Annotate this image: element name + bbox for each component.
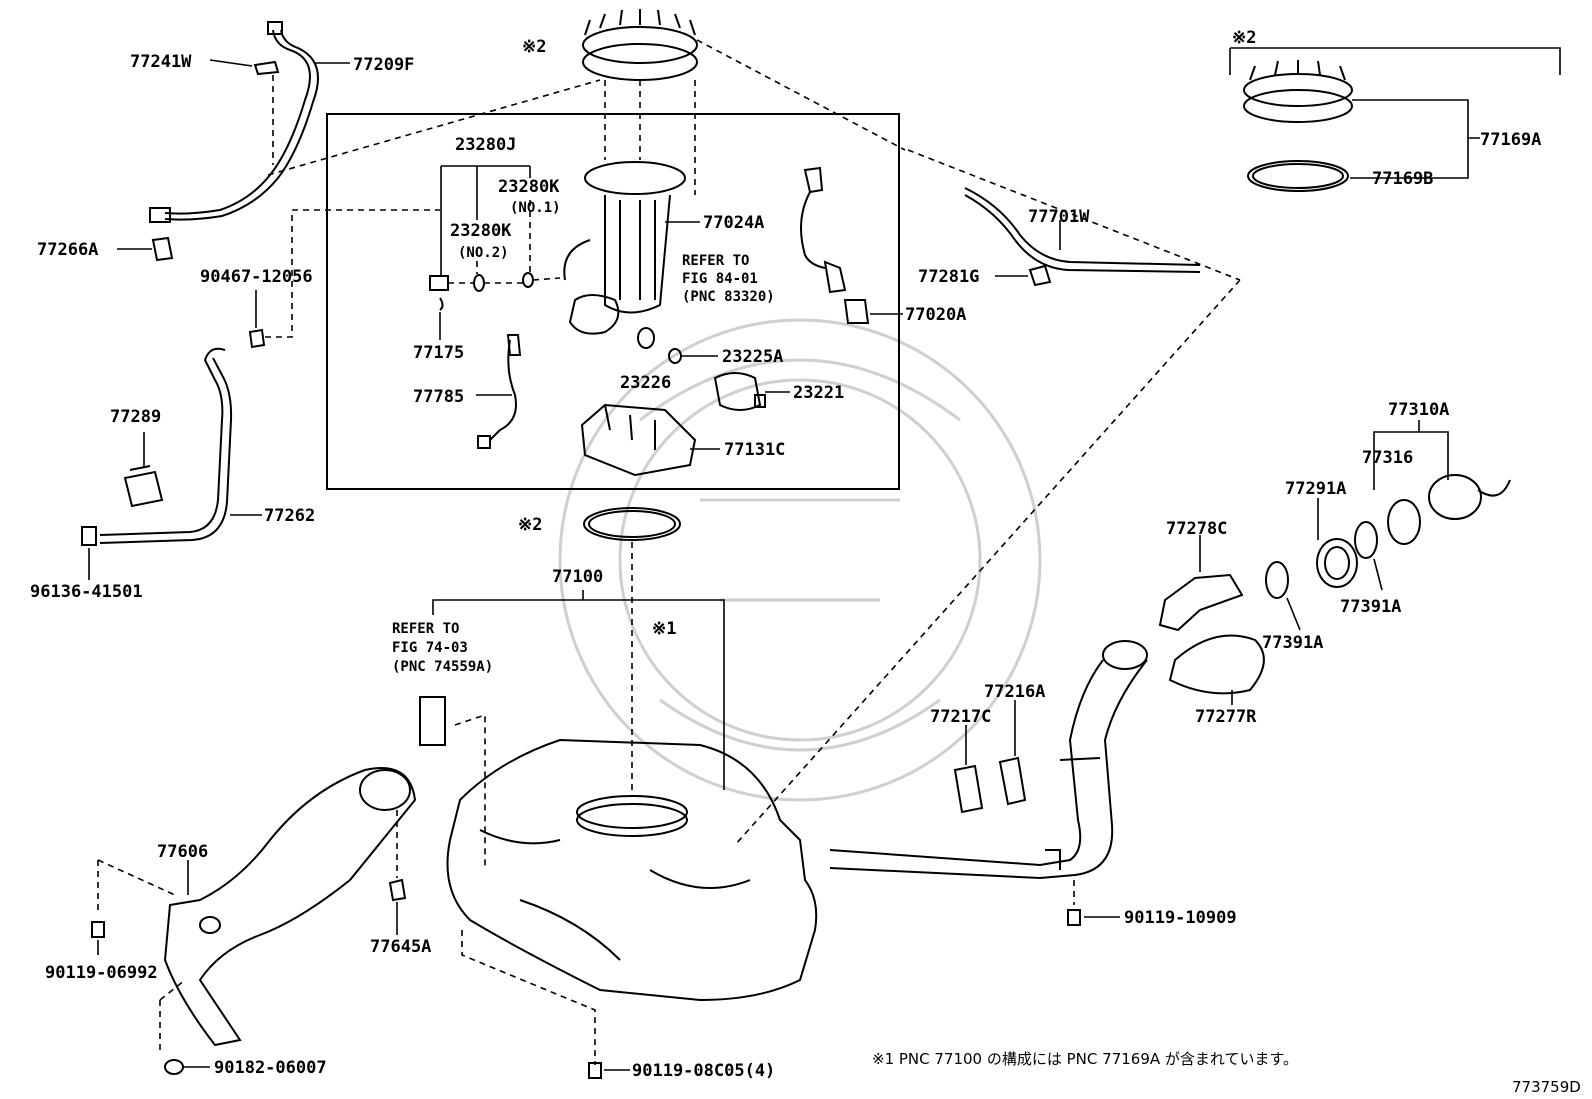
- label-23225a: 23225A: [722, 347, 783, 367]
- label-77209f: 77209F: [353, 55, 414, 75]
- label-90119-06992: 90119-06992: [45, 963, 158, 983]
- label-77391a-left: 77391A: [1262, 633, 1323, 653]
- label-refer-74-line3: (PNC 74559A): [392, 659, 493, 675]
- fuel-sender-unit: [800, 166, 870, 324]
- filler-neck-77291a: [1316, 538, 1358, 588]
- label-77277r: 77277R: [1195, 707, 1257, 727]
- gasket-center: [583, 507, 681, 541]
- gasket-77169b: [1247, 160, 1349, 192]
- label-77645a: 77645A: [370, 937, 431, 957]
- cover-77278c: [1158, 573, 1244, 632]
- label-77785: 77785: [413, 387, 464, 407]
- clamp-77216a: [998, 756, 1027, 806]
- label-refer-84-line3: (PNC 83320): [682, 289, 775, 305]
- bolt-90119-08c05: [588, 1062, 602, 1079]
- label-ref2-gasket: ※2: [518, 515, 542, 535]
- label-77131c: 77131C: [724, 440, 785, 460]
- label-77316: 77316: [1362, 448, 1413, 468]
- label-ref2-right: ※2: [1232, 28, 1256, 48]
- bolt-90119-10909: [1067, 909, 1081, 926]
- label-77100: 77100: [552, 567, 603, 587]
- o-ring-77391a-left: [1265, 561, 1289, 599]
- label-refer-84-line2: FIG 84-01: [682, 271, 758, 287]
- clip-90467-12056: [248, 328, 266, 349]
- label-90119-10909: 90119-10909: [1124, 908, 1237, 928]
- label-23280j: 23280J: [455, 135, 516, 155]
- label-77281g: 77281G: [918, 267, 979, 287]
- label-77310a: 77310A: [1388, 400, 1449, 420]
- watermark-emblem: [558, 318, 1042, 802]
- patch-74559a: [419, 696, 446, 746]
- label-96136-41501: 96136-41501: [30, 582, 143, 602]
- fuel-tank-77100: [446, 738, 818, 1002]
- o-ring-77391a-right: [1354, 521, 1378, 559]
- sender-wire-77785: [477, 334, 522, 449]
- clip-77241w: [253, 60, 280, 76]
- fuel-filter-23221: [713, 372, 766, 411]
- lock-ring-top: [582, 9, 698, 81]
- label-refer-74-line1: REFER TO: [392, 621, 459, 637]
- label-90467-12056: 90467-12056: [200, 267, 313, 287]
- fuel-cap-77310a: [1428, 474, 1511, 520]
- fuel-pump-assembly-box: [326, 113, 900, 490]
- label-ref2-top: ※2: [522, 37, 546, 57]
- label-77169a: 77169A: [1480, 130, 1541, 150]
- connector-23280j: [429, 272, 534, 292]
- filler-pipe: [829, 640, 1148, 880]
- label-77291a: 77291A: [1285, 479, 1346, 499]
- label-23226: 23226: [620, 373, 671, 393]
- label-77278c: 77278C: [1166, 519, 1227, 539]
- label-77266a: 77266A: [37, 240, 98, 260]
- label-77391a-right: 77391A: [1340, 597, 1401, 617]
- gasket-77316: [1387, 499, 1421, 545]
- bracket-77131c: [580, 403, 697, 477]
- label-77020a: 77020A: [905, 305, 966, 325]
- heat-shield-77606: [163, 767, 417, 1047]
- clip-77266a: [151, 236, 174, 262]
- hose-77262: [99, 347, 233, 544]
- fuel-pump-module-77024a: [563, 161, 686, 335]
- clip-96136-41501: [81, 526, 97, 546]
- label-77606: 77606: [157, 842, 208, 862]
- gasket-23226: [637, 327, 655, 349]
- label-77262: 77262: [264, 506, 315, 526]
- label-no2: (NO.2): [458, 245, 509, 261]
- label-ref1: ※1: [652, 619, 676, 639]
- clamp-77289: [123, 465, 164, 508]
- bolt-90119-06992: [91, 921, 105, 938]
- label-77241w: 77241W: [130, 52, 192, 72]
- footnote: ※1 PNC 77100 の構成には PNC 77169A が含まれています。: [872, 1050, 1298, 1068]
- label-90182-06007: 90182-06007: [214, 1058, 327, 1078]
- label-77169b: 77169B: [1372, 169, 1433, 189]
- label-23221: 23221: [793, 383, 844, 403]
- label-77024a: 77024A: [703, 213, 764, 233]
- label-23280k-2: 23280K: [450, 221, 512, 241]
- label-refer-74-line2: FIG 74-03: [392, 640, 468, 656]
- label-77701w: 77701W: [1028, 207, 1090, 227]
- label-77175: 77175: [413, 343, 464, 363]
- label-77289: 77289: [110, 407, 161, 427]
- label-77217c: 77217C: [930, 707, 991, 727]
- label-no1: (NO.1): [510, 200, 561, 216]
- cover-77277r: [1168, 634, 1265, 695]
- label-77216a: 77216A: [984, 682, 1045, 702]
- hose-77701w: [964, 187, 1201, 273]
- label-90119-08c05: 90119-08C05(4): [632, 1061, 775, 1081]
- hose-77209f: [149, 21, 319, 223]
- label-23280k-1: 23280K: [498, 177, 560, 197]
- nut-90182-06007: [164, 1059, 184, 1075]
- figure-code: 773759D: [1512, 1078, 1581, 1096]
- clip-77645a: [388, 878, 407, 902]
- label-refer-84-line1: REFER TO: [682, 253, 749, 269]
- clip-77281g: [1028, 264, 1052, 287]
- lock-ring-77169a: [1243, 60, 1353, 123]
- clamp-77217c: [953, 764, 984, 814]
